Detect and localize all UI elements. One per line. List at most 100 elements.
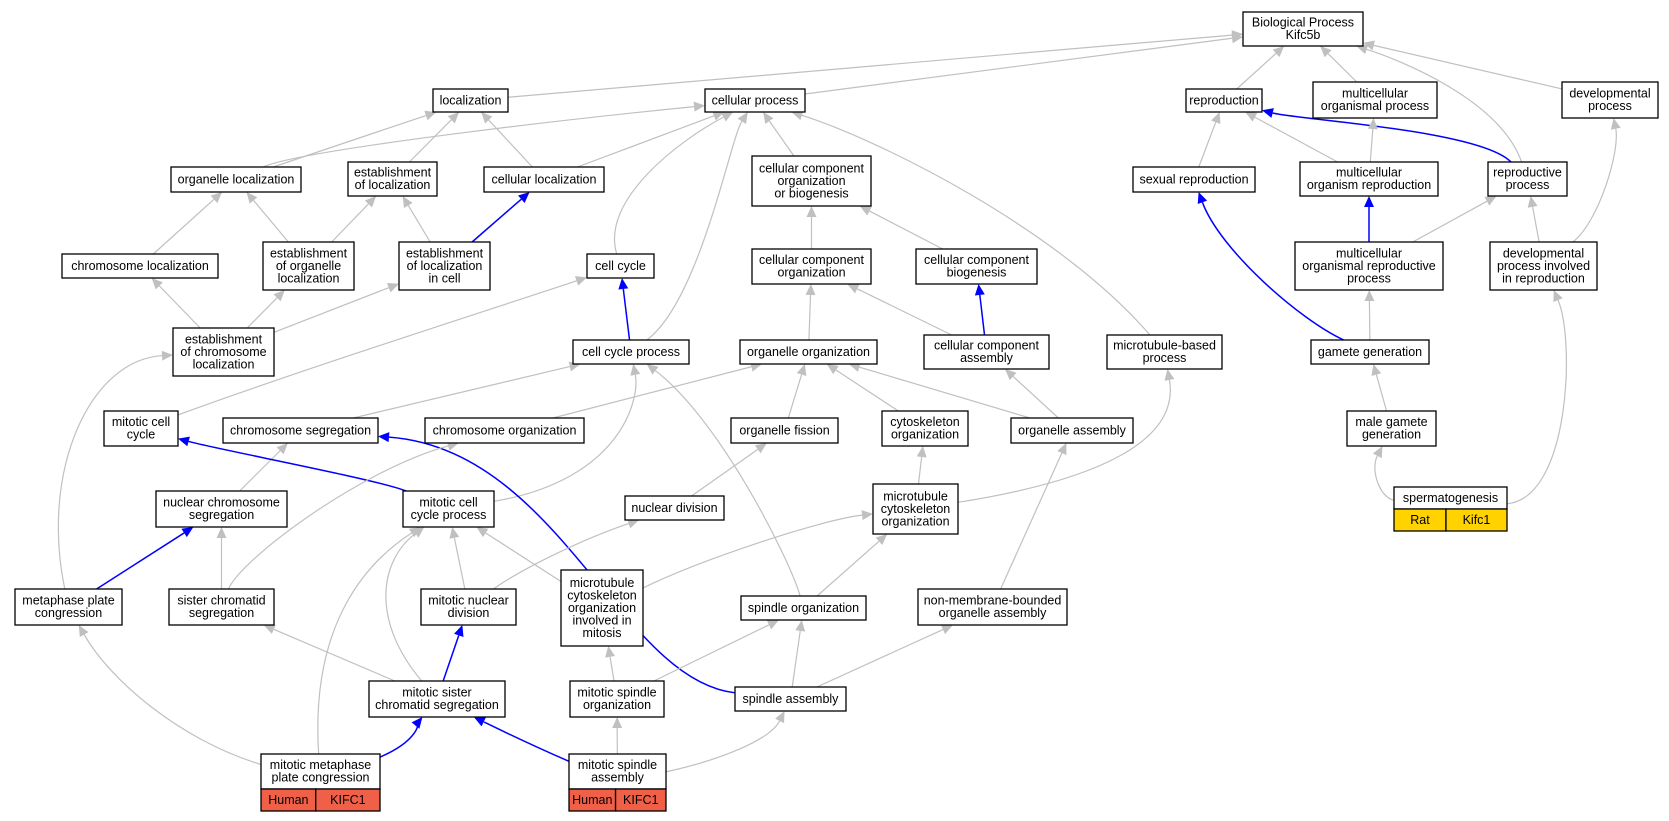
go-term-node-cellcycle[interactable]: cell cycle (586, 253, 655, 279)
node-box (170, 166, 302, 193)
go-term-node-spindleorg[interactable]: spindle organization (740, 595, 867, 621)
edge-ccproc-to-cellcycle (622, 288, 631, 341)
node-label-line: of organelle (276, 259, 341, 273)
node-label-line: developmental (1569, 87, 1650, 101)
go-term-node-cellloc[interactable]: cellular localization (483, 166, 605, 193)
edge-devproc-to-bp (1373, 44, 1563, 90)
node-label-line: generation (1362, 428, 1421, 442)
node-box (432, 88, 509, 113)
go-term-node-sexrep[interactable]: sexual reproduction (1132, 166, 1256, 193)
arrowhead-estorgloc-to-orgloc (246, 192, 258, 204)
gene-cell-label: Kifc1 (1463, 513, 1491, 527)
go-term-node-orgfis[interactable]: organelle fission (730, 417, 839, 444)
node-label-line: assembly (591, 771, 645, 785)
arrowhead-cellcycle-to-cellproc (721, 112, 734, 122)
arrowhead-orgloc-to-cellproc (693, 101, 705, 112)
node-box (1294, 241, 1444, 291)
go-term-node-gamete[interactable]: gamete generation (1310, 339, 1430, 365)
node-label-line: multicellular (1336, 166, 1402, 180)
node-box (14, 588, 123, 626)
edge-mtcytoorg-to-mtbased (957, 379, 1171, 503)
edge-sexrep-to-repro (1198, 122, 1217, 168)
edge-ccassem-to-ccbio (979, 294, 986, 336)
arrowhead-mitmeta-to-mitsischrom (411, 717, 423, 729)
go-term-node-spindleassem[interactable]: spindle assembly (734, 686, 847, 712)
go-term-node-loc[interactable]: localization (432, 88, 509, 113)
go-term-node-mtcytomit[interactable]: microtubulecytoskeletonorganizationinvol… (560, 569, 644, 647)
node-label-line: mitotic metaphase (270, 758, 371, 772)
go-term-node-ccproc[interactable]: cell cycle process (572, 339, 690, 365)
node-label-line: cellular component (934, 339, 1039, 353)
go-term-node-chromloc[interactable]: chromosome localization (61, 253, 219, 279)
node-box (1489, 241, 1598, 291)
node-label-line: organelle assembly (1018, 423, 1126, 437)
arrowhead-multorgrep-to-repro (1245, 112, 1258, 122)
edge-spindleassem-to-chromseg (388, 436, 736, 694)
edge-estloccell-to-estloc (407, 205, 431, 243)
go-term-node-chromorg[interactable]: chromosome organization (424, 417, 585, 444)
node-label-line: mitotic nuclear (428, 594, 509, 608)
node-box (572, 339, 690, 365)
arrowhead-nucdiv-to-orgfis (754, 443, 767, 454)
node-label-line: multicellular (1336, 246, 1402, 260)
go-term-node-chromseg[interactable]: chromosome segregation (222, 417, 379, 444)
node-box (915, 248, 1038, 285)
arrowhead-nonmem-to-orgassem (1057, 443, 1067, 456)
go-term-node-orgorg[interactable]: organelle organization (739, 339, 878, 365)
edge-mtbased-to-cellproc (801, 114, 1151, 336)
edge-mtcytoorg-to-cytoorg (917, 456, 923, 485)
edge-mitmeta-to-metaplate (83, 634, 262, 766)
edge-mtcytomit-to-mtcytoorg (642, 514, 863, 589)
edge-ccob-to-cellproc (768, 120, 795, 157)
go-term-node-orgloc[interactable]: organelle localization (170, 166, 302, 193)
node-label-line: cellular component (759, 253, 864, 267)
edge-orgorg-to-ccorg (808, 294, 812, 341)
go-term-node-nucdiv[interactable]: nuclear division (624, 495, 725, 521)
node-label-line: localization (193, 357, 255, 371)
arrowhead-gamete-to-multrepproc (1364, 290, 1375, 302)
go-term-node-orgassem[interactable]: organelle assembly (1010, 417, 1134, 444)
node-label-line: organelle localization (178, 172, 295, 186)
node-label-line: gamete generation (1318, 345, 1422, 359)
node-label-line: organelle fission (739, 423, 829, 437)
edge-multorgrep-to-multi (1369, 128, 1374, 163)
arrowhead-gamete-to-sexrep (1197, 192, 1208, 205)
node-label-line: in reproduction (1502, 271, 1585, 285)
go-term-node-cellproc[interactable]: cellular process (704, 88, 806, 113)
edge-estchromloc-to-chromloc (158, 285, 201, 329)
node-label-line: in cell (429, 271, 461, 285)
go-term-node-repro[interactable]: reproduction (1185, 88, 1263, 113)
